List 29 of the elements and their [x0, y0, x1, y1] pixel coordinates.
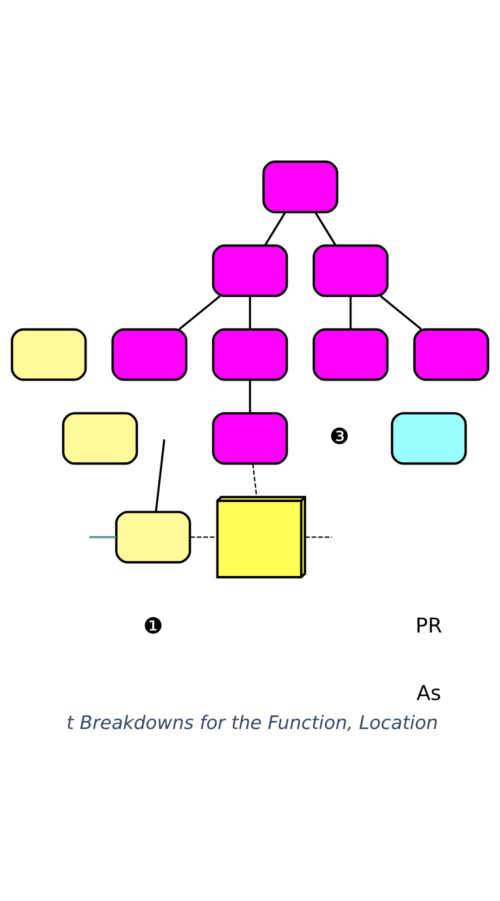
node-box: [413, 328, 490, 381]
node-label: ❸: [329, 424, 350, 450]
node-label: ❶: [143, 613, 164, 640]
connector: [248, 296, 252, 330]
connector: [380, 295, 422, 330]
node-box: [212, 328, 288, 381]
node-box: [111, 328, 188, 381]
connector: [252, 464, 258, 498]
node-box: [212, 412, 288, 465]
node-box: [312, 328, 389, 381]
node-box: [390, 412, 467, 465]
connector: [154, 439, 166, 512]
connector: [190, 536, 218, 538]
label: PR: [416, 614, 442, 638]
connector: [248, 380, 252, 414]
connector: [350, 296, 352, 330]
connector: [178, 295, 221, 330]
connector: [314, 212, 337, 246]
connector: [305, 536, 332, 538]
connector: [89, 536, 116, 538]
node-box: [212, 244, 288, 298]
label: As: [416, 680, 442, 705]
connector: [264, 212, 286, 246]
node-box: [62, 412, 138, 465]
node-box: [262, 160, 338, 214]
caption: t Breakdowns for the Function, Location: [66, 713, 438, 734]
node-box: [115, 510, 192, 564]
node-box: [10, 328, 87, 381]
node-box: [312, 244, 389, 298]
